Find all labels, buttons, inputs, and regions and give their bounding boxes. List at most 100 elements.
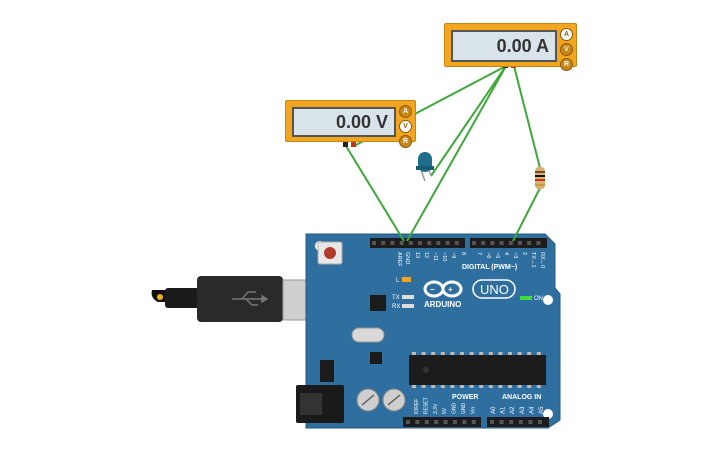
- wire-ammeter-pos-to-resistor[interactable]: [513, 65, 541, 169]
- pin-label: 12: [423, 252, 429, 258]
- microcontroller: [409, 355, 546, 385]
- mcu-pin: [431, 385, 436, 388]
- wire-voltmeter-neg-to-gnd[interactable]: [345, 145, 405, 242]
- pin-hole[interactable]: [508, 241, 513, 245]
- pin-hole[interactable]: [490, 420, 494, 424]
- ammeter-mode-ohms[interactable]: R: [560, 58, 573, 71]
- pin-hole[interactable]: [418, 241, 422, 245]
- pin-label: GND: [404, 252, 410, 264]
- pin-hole[interactable]: [472, 241, 476, 245]
- pin-label: A1: [501, 406, 507, 414]
- voltmeter-probe-negative: [343, 140, 348, 147]
- mcu-pin: [488, 352, 493, 355]
- pin-label: 5V: [442, 407, 448, 414]
- voltage-regulator: [320, 360, 334, 382]
- mcu-pin: [479, 352, 484, 355]
- pin-hole[interactable]: [427, 241, 432, 245]
- arduino-logo-minus: −: [430, 285, 435, 294]
- pin-hole[interactable]: [406, 420, 410, 424]
- mcu-pin: [450, 385, 455, 388]
- l-led: [402, 277, 411, 282]
- pin-hole[interactable]: [528, 420, 533, 424]
- resistor-band: [535, 184, 545, 186]
- voltmeter-reading: 0.00 V: [335, 112, 388, 132]
- reset-button-cap[interactable]: [324, 247, 336, 259]
- pin-label: AREF: [396, 252, 402, 267]
- pin-hole[interactable]: [499, 420, 504, 424]
- led-leg: [428, 169, 432, 177]
- led-component[interactable]: [416, 152, 434, 182]
- on-led: [520, 296, 532, 300]
- mcu-pin: [440, 352, 445, 355]
- mcu-pin: [431, 352, 436, 355]
- mcu-pin: [498, 385, 503, 388]
- pin-hole[interactable]: [499, 241, 504, 245]
- model-label: UNO: [480, 282, 509, 297]
- voltmeter-mode-selector[interactable]: A V R: [399, 105, 412, 148]
- usb-cable-tip-light: [157, 294, 163, 300]
- pin-hole[interactable]: [424, 420, 429, 424]
- voltmeter-probe-positive: [351, 140, 356, 147]
- pin-hole[interactable]: [445, 241, 450, 245]
- voltmeter-mode-amps[interactable]: A: [399, 105, 412, 118]
- pin-label: ~11: [432, 252, 438, 261]
- pin-hole[interactable]: [443, 420, 448, 424]
- pin-hole[interactable]: [527, 241, 532, 245]
- pin-label: ~10: [441, 252, 447, 261]
- pin-label: GND: [461, 403, 467, 415]
- pin-hole[interactable]: [453, 420, 457, 424]
- ammeter-mode-amps[interactable]: A: [560, 28, 573, 41]
- pin-hole[interactable]: [538, 420, 542, 424]
- digital-pin-holes[interactable]: [372, 241, 541, 245]
- voltmeter[interactable]: 0.00 V A V R: [285, 100, 416, 148]
- pin-hole[interactable]: [471, 420, 476, 424]
- pin-label: A2: [510, 406, 516, 414]
- wire-ammeter-neg-to-pin13[interactable]: [406, 65, 507, 242]
- pin-hole[interactable]: [518, 420, 523, 424]
- pin-hole[interactable]: [518, 241, 522, 245]
- ammeter[interactable]: 0.00 A A V R: [444, 23, 577, 71]
- pin-hole[interactable]: [381, 241, 386, 245]
- pin-label: A5: [539, 406, 545, 414]
- pin-hole[interactable]: [372, 241, 376, 245]
- pin-hole[interactable]: [434, 420, 439, 424]
- pin-hole[interactable]: [408, 241, 413, 245]
- power-header: [403, 417, 481, 427]
- wires[interactable]: [345, 65, 541, 242]
- pin-hole[interactable]: [390, 241, 395, 245]
- pin-hole[interactable]: [462, 420, 467, 424]
- pin-label: ~3: [512, 252, 518, 258]
- wire-ammeter-neg-to-led[interactable]: [430, 65, 507, 177]
- pin-hole[interactable]: [436, 241, 441, 245]
- pin-hole[interactable]: [415, 420, 420, 424]
- led-leg: [420, 169, 426, 182]
- pin-hole[interactable]: [490, 241, 495, 245]
- ammeter-mode-selector[interactable]: A V R: [560, 28, 573, 71]
- wire-resistor-to-pin2[interactable]: [512, 187, 541, 242]
- bottom-pin-holes[interactable]: [406, 420, 542, 424]
- pin-hole[interactable]: [399, 241, 404, 245]
- pin-label: A4: [529, 406, 535, 414]
- voltmeter-mode-ohms[interactable]: R: [399, 135, 412, 148]
- usb-chip: [370, 295, 386, 311]
- mcu-pin: [488, 385, 493, 388]
- mounting-hole: [543, 409, 553, 419]
- resistor-component[interactable]: [535, 167, 545, 189]
- pin-hole[interactable]: [536, 241, 541, 245]
- resistor-band: [535, 171, 545, 173]
- pin-label: A3: [520, 406, 526, 414]
- pin-hole[interactable]: [454, 241, 459, 245]
- on-label: ON: [534, 296, 543, 302]
- pin-hole[interactable]: [509, 420, 514, 424]
- ammeter-mode-volts[interactable]: V: [560, 43, 573, 56]
- pin-hole[interactable]: [481, 241, 486, 245]
- pin-label: RX←0: [539, 252, 545, 268]
- arduino-logo-plus: +: [448, 285, 453, 294]
- mcu-pin: [412, 352, 416, 355]
- voltmeter-mode-volts[interactable]: V: [399, 120, 412, 133]
- pin-label: 3.3V: [433, 403, 439, 414]
